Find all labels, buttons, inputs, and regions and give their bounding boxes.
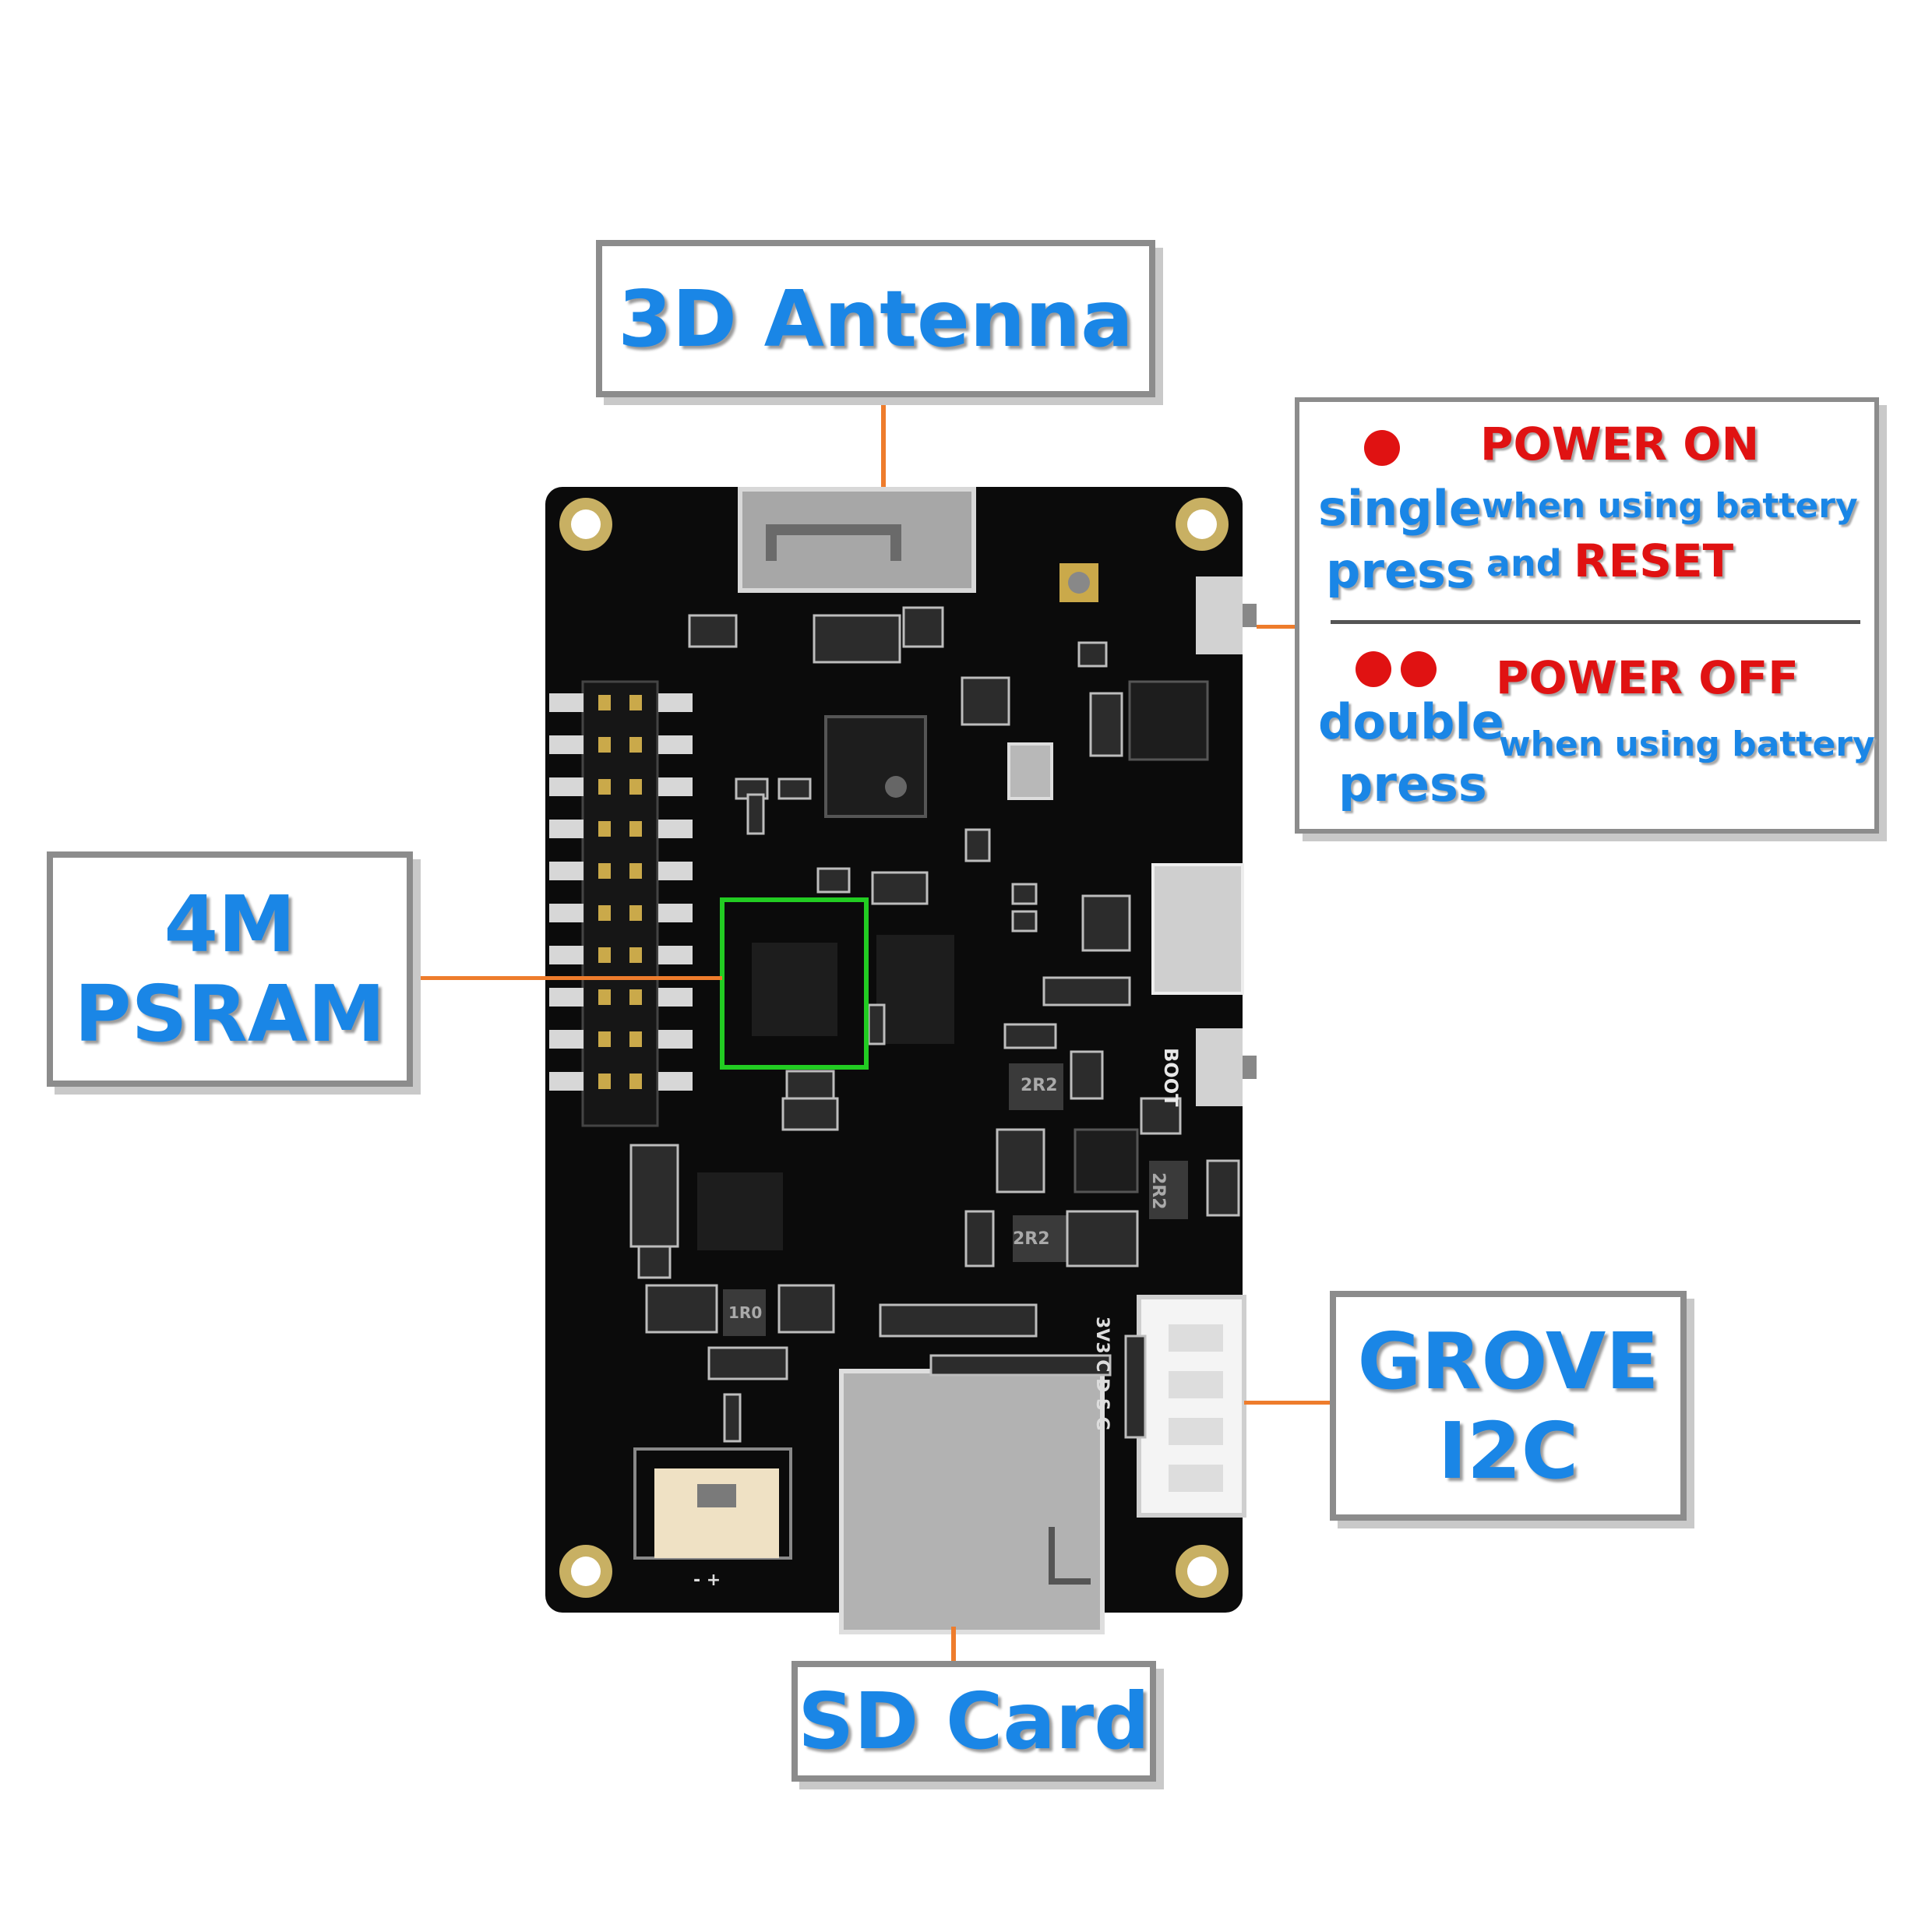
grove-label-line1: GROVE — [1357, 1315, 1659, 1407]
double-dot-icon-2 — [1401, 651, 1437, 687]
antenna-leader-line — [881, 396, 886, 487]
power-on-label: POWER ON — [1480, 418, 1760, 471]
boot-label: BOOT — [1160, 1048, 1182, 1107]
grove-label-line2: I2C — [1437, 1405, 1579, 1497]
reset-label: RESET — [1574, 534, 1734, 587]
power-off-label: POWER OFF — [1496, 651, 1799, 704]
power-info-box: single press POWER ON when using battery… — [1295, 397, 1879, 834]
mounting-holes — [559, 498, 1229, 1598]
sdcard-label: SD Card — [798, 1676, 1150, 1767]
power-leader-line — [1257, 625, 1296, 629]
grove-connector — [1137, 1295, 1246, 1518]
psram-label-line2: PSRAM — [74, 968, 386, 1059]
inductor-label-2: 2R2 — [1013, 1229, 1050, 1249]
battery-connector — [633, 1447, 792, 1560]
single-press-line2: press — [1326, 542, 1475, 599]
sdcard-callout: SD Card — [791, 1661, 1156, 1782]
grove-callout: GROVE I2C — [1330, 1291, 1687, 1521]
psram-highlight-box — [720, 897, 869, 1070]
inductor-label-4: 1R0 — [728, 1303, 762, 1322]
psram-label-line1: 4M — [164, 879, 296, 970]
inductor-label-1: 2R2 — [1021, 1076, 1058, 1095]
double-press-line2: press — [1338, 756, 1487, 813]
psram-callout: 4M PSRAM — [47, 851, 413, 1087]
antenna-label: 3D Antenna — [618, 273, 1133, 365]
sd-card-slot — [839, 1369, 1105, 1634]
double-dot-icon-1 — [1356, 651, 1391, 687]
psram-leader-line — [409, 976, 722, 980]
micro-usb-port — [1151, 863, 1244, 995]
antenna-module — [738, 487, 976, 593]
double-press-line1: double — [1318, 693, 1504, 750]
grove-leader-line — [1244, 1401, 1330, 1405]
smd-components — [629, 606, 1240, 1443]
antenna-callout: 3D Antenna — [596, 240, 1155, 397]
battery-polarity-label: - + — [693, 1571, 721, 1590]
single-dot-icon — [1364, 430, 1400, 466]
inductor-label-3: 2R2 — [1148, 1172, 1168, 1210]
and-label: and — [1486, 542, 1562, 584]
sdcard-leader-line — [951, 1627, 956, 1667]
grove-pin-labels: 3V3 C D S G — [1092, 1317, 1112, 1431]
pin-header — [549, 680, 693, 1127]
when-using-battery-1: when using battery — [1482, 486, 1858, 526]
power-box-divider — [1331, 620, 1860, 624]
when-using-battery-2: when using battery — [1499, 724, 1875, 764]
single-press-line1: single — [1318, 480, 1482, 537]
power-button[interactable] — [1196, 576, 1257, 654]
boot-button[interactable] — [1196, 1028, 1257, 1106]
